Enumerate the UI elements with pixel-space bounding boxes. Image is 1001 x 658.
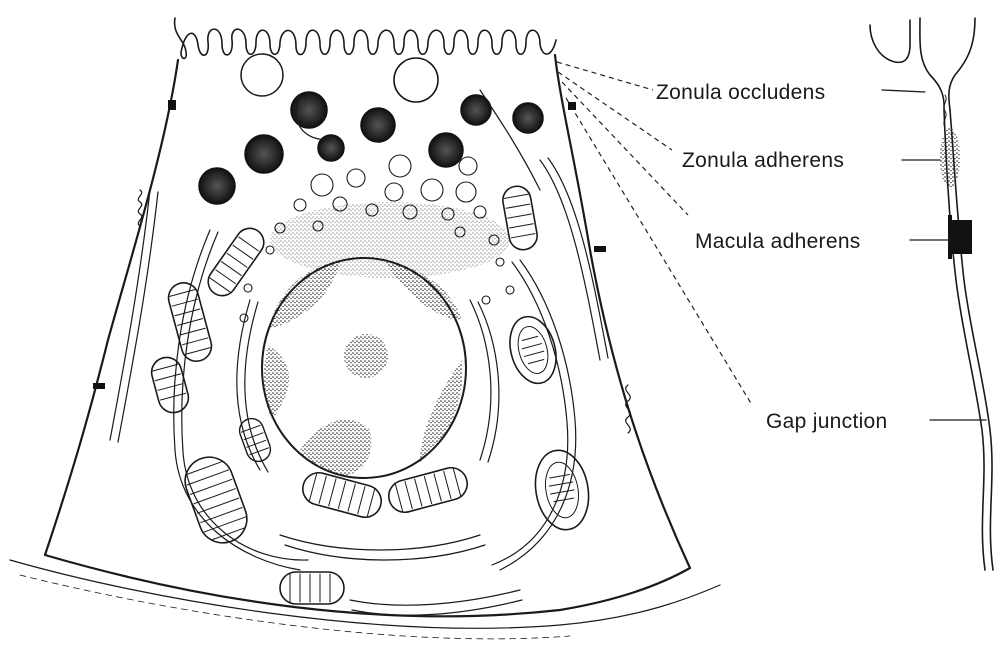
labels: Zonula occludens Zonula adherens Macula …: [656, 81, 888, 433]
junction-detail: [870, 18, 993, 570]
label-zonula-adherens: Zonula adherens: [682, 149, 844, 172]
detail-apical-right: [949, 18, 975, 110]
label-macula-adherens: Macula adherens: [695, 230, 861, 253]
detail-apical-mid: [920, 18, 944, 110]
apical-vacuole: [394, 58, 438, 102]
apical-granule: [241, 54, 283, 96]
epithelial-cell: [10, 18, 720, 639]
label-zonula-occludens: Zonula occludens: [656, 81, 825, 104]
macula-adherens-plaque: [950, 220, 972, 254]
label-gap-junction: Gap junction: [766, 410, 888, 433]
detail-apical-left: [870, 20, 910, 62]
microvilli: [175, 18, 556, 58]
nucleus: [262, 258, 466, 478]
zonula-adherens-plaque: [940, 128, 960, 188]
secretory-granules: [199, 92, 543, 204]
nucleolus: [344, 334, 388, 378]
